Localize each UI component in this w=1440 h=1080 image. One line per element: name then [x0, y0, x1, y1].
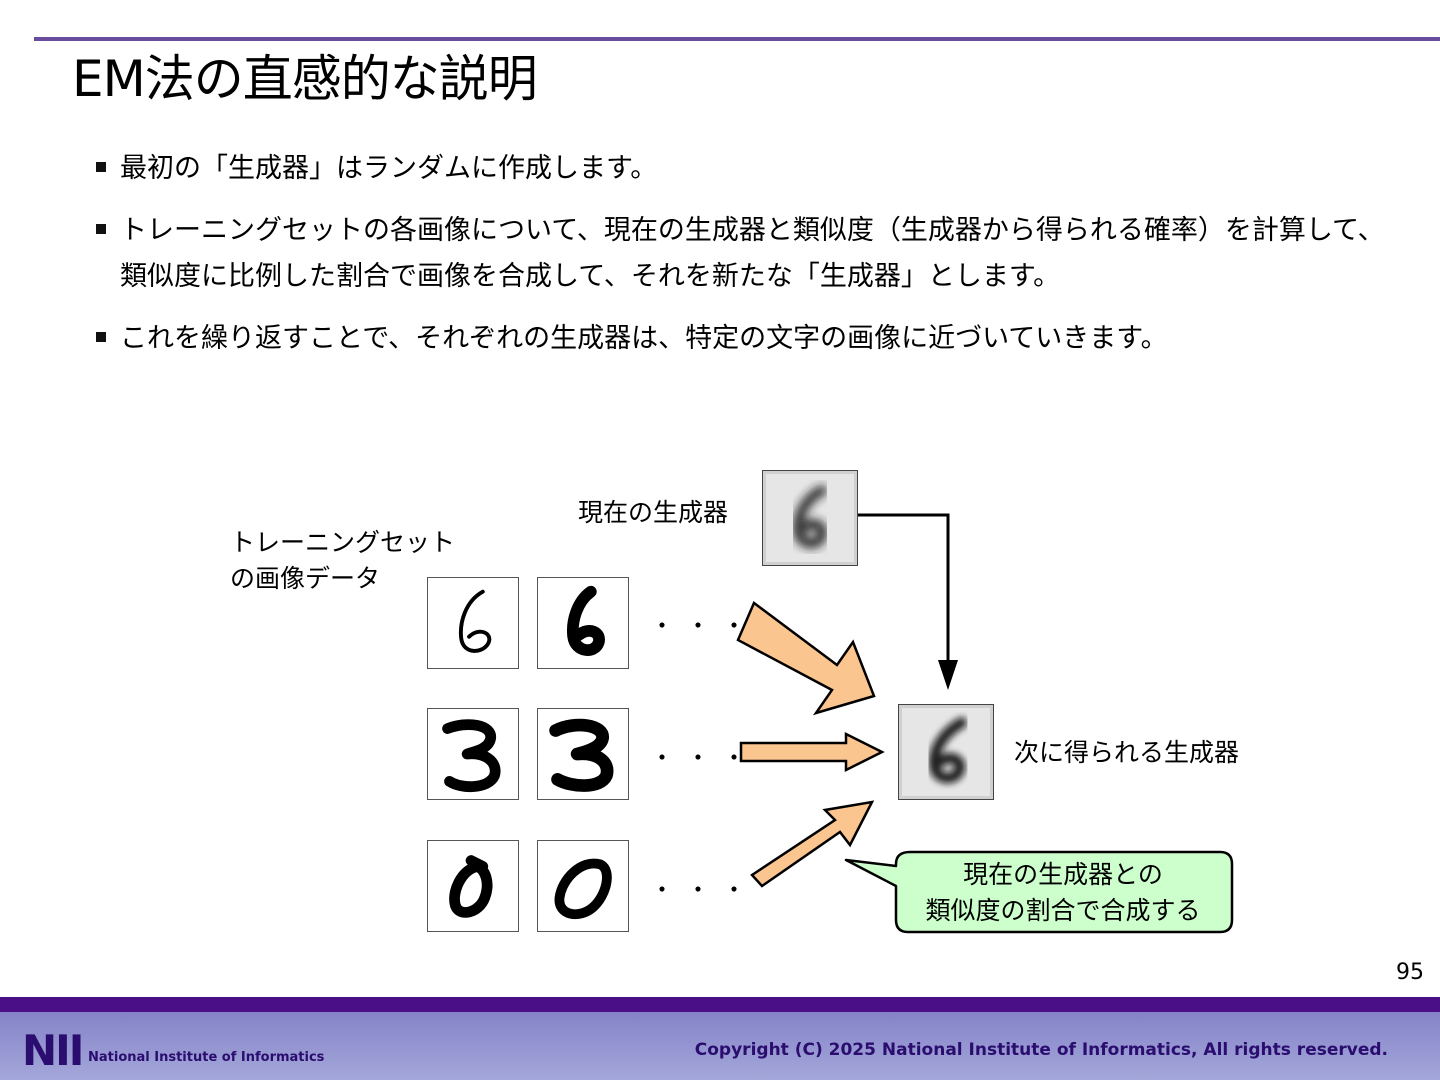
current-generator-label: 現在の生成器	[578, 498, 729, 527]
training-digit-image	[537, 577, 629, 669]
callout-text: 現在の生成器との 類似度の割合で合成する	[894, 857, 1232, 929]
bullet-text: トレーニングセットの各画像について、現在の生成器と類似度（生成器から得られる確率…	[120, 215, 1385, 292]
next-generator-image	[898, 704, 994, 800]
training-digit-image	[537, 840, 629, 932]
bullet-square-icon	[96, 332, 106, 342]
callout-bubble	[844, 850, 1234, 934]
block-arrow-middle	[739, 731, 885, 773]
title-rule	[34, 37, 1440, 41]
callout-line: 現在の生成器との	[963, 860, 1163, 889]
bullet-item: これを繰り返すことで、それぞれの生成器は、特定の文字の画像に近づいていきます。	[96, 316, 1386, 362]
bullet-square-icon	[96, 162, 106, 172]
page-number: 95	[1396, 960, 1424, 985]
training-digit-image	[427, 708, 519, 800]
ellipsis: ・・・	[650, 612, 758, 640]
slide-title: EM法の直感的な説明	[72, 50, 538, 108]
bullet-item: トレーニングセットの各画像について、現在の生成器と類似度（生成器から得られる確率…	[96, 208, 1386, 300]
current-generator-image	[762, 470, 858, 566]
generator-feedback-arrow	[858, 513, 958, 690]
ellipsis: ・・・	[650, 876, 758, 904]
training-digit-image	[537, 708, 629, 800]
bullet-square-icon	[96, 224, 106, 234]
training-label-line2: の画像データ	[230, 564, 381, 593]
bullet-item: 最初の「生成器」はランダムに作成します。	[96, 146, 1386, 192]
copyright: Copyright (C) 2025 National Institute of…	[694, 1040, 1388, 1060]
training-label-line1: トレーニングセット	[230, 528, 456, 557]
callout-line: 類似度の割合で合成する	[925, 896, 1201, 925]
block-arrow-top	[736, 601, 876, 716]
footer-band	[0, 997, 1440, 1012]
ellipsis: ・・・	[650, 744, 758, 772]
bullet-list: 最初の「生成器」はランダムに作成します。 トレーニングセットの各画像について、現…	[96, 146, 1386, 378]
training-digit-image	[427, 577, 519, 669]
next-generator-label: 次に得られる生成器	[1014, 738, 1240, 767]
nii-logo: NII	[22, 1026, 84, 1075]
block-arrow-bottom	[750, 800, 875, 888]
bullet-text: これを繰り返すことで、それぞれの生成器は、特定の文字の画像に近づいていきます。	[120, 323, 1168, 354]
nii-logo-subtitle: National Institute of Informatics	[88, 1050, 325, 1065]
training-digit-image	[427, 840, 519, 932]
bullet-text: 最初の「生成器」はランダムに作成します。	[120, 153, 658, 184]
